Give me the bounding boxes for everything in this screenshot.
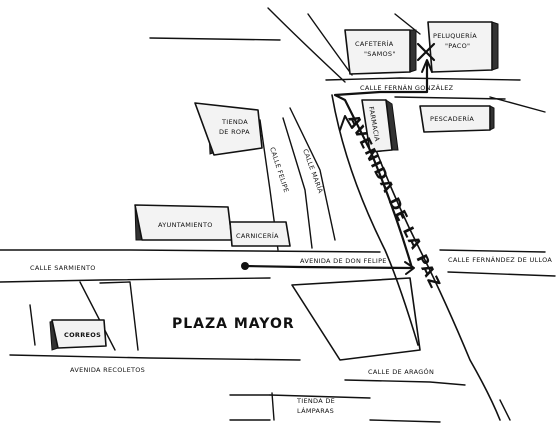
- cafeteria-samos-building: CAFETERÍA "SAMOS": [344, 29, 417, 75]
- aragon-east-edge: [369, 419, 441, 423]
- farmacia-building: FARMACIA: [361, 98, 399, 153]
- route-arrowhead-turn: [404, 261, 415, 275]
- cafeteria-shadow: [409, 29, 417, 73]
- carniceria-label: CARNICERÍA: [236, 231, 279, 240]
- avenida-recoletos-label: AVENIDA RECOLETOS: [70, 366, 145, 374]
- pescaderia-building: PESCADERÍA: [419, 105, 495, 133]
- tienda-ropa-building: TIENDA DE ROPA: [194, 102, 263, 156]
- lamparas-edge: [271, 392, 275, 421]
- street-top-edge: [149, 37, 281, 41]
- route-arrowhead-end: [421, 59, 433, 73]
- avenida-paz-east-edge: [375, 149, 501, 421]
- tienda-lamparas: TIENDA DE LÁMPARAS: [271, 392, 335, 421]
- cafeteria-label-line2: "SAMOS": [364, 50, 396, 58]
- correos-building: CORREOS: [49, 319, 107, 351]
- tienda-ropa-label-line1: TIENDA: [221, 118, 248, 126]
- carniceria-box: [229, 221, 291, 247]
- carniceria-building: CARNICERÍA: [229, 221, 291, 247]
- x-mark-icon: [416, 42, 436, 62]
- tienda-lamparas-label-line2: LÁMPARAS: [297, 406, 334, 415]
- south-east-edge: [499, 399, 511, 421]
- fernan-gonzalez-east-edge: [489, 96, 546, 113]
- cafeteria-box: [344, 29, 411, 75]
- route-arrowhead-mid: [339, 115, 353, 131]
- ayuntamiento-building: AYUNTAMIENTO: [134, 204, 233, 241]
- fernan-gonzalez-north-edge: [325, 77, 521, 81]
- calle-felipe-label: CALLE FELIPE: [268, 146, 290, 194]
- peluqueria-shadow: [491, 21, 499, 71]
- recoletos-edge-2: [99, 281, 139, 351]
- tienda-ropa-label-line2: DE ROPA: [219, 128, 250, 136]
- ulloa-north-edge: [439, 249, 546, 253]
- street-north-right: [307, 13, 353, 76]
- avenida-don-felipe-label: AVENIDA DE DON FELIPE: [300, 257, 387, 265]
- farmacia-box: [361, 99, 393, 153]
- calle-fernan-gonzalez-label: CALLE FERNÁN GONZÁLEZ: [360, 83, 454, 92]
- calle-maria-edge: [289, 107, 336, 241]
- plaza-mayor-label: PLAZA MAYOR: [172, 316, 295, 332]
- calle-aragon-label: CALLE DE ARAGÓN: [368, 367, 434, 376]
- recoletos-edge-1: [79, 281, 116, 351]
- pescaderia-label: PESCADERÍA: [430, 114, 474, 123]
- lamparas-street: [269, 394, 371, 399]
- peluqueria-paco-building: PELUQUERÍA "PACO": [427, 21, 499, 73]
- route-line: [243, 60, 429, 270]
- sarmiento-south-edge: [0, 277, 271, 283]
- correos-label: CORREOS: [64, 331, 101, 339]
- plaza-mayor-block: PLAZA MAYOR: [172, 277, 421, 361]
- peluqueria-label-line1: PELUQUERÍA: [433, 31, 477, 40]
- ulloa-south-edge: [447, 271, 556, 277]
- recoletos-south-edge: [9, 354, 301, 361]
- sarmiento-north-edge: [0, 249, 381, 253]
- fernan-gonzalez-south-edge: [394, 96, 506, 100]
- street-north-left: [267, 7, 346, 83]
- calle-sarmiento-label: CALLE SARMIENTO: [30, 264, 96, 272]
- aragon-north-edge: [344, 379, 466, 386]
- avenida-paz-west-edge: [331, 94, 419, 346]
- cafeteria-label-line1: CAFETERÍA: [355, 39, 394, 48]
- street-lines: [0, 7, 556, 423]
- start-dot-icon: [241, 262, 249, 270]
- route: [241, 42, 436, 275]
- correos-box: [51, 319, 107, 349]
- tienda-ropa-box: [194, 102, 263, 156]
- calle-fernandez-ulloa-label: CALLE FERNÁNDEZ DE ULLOA: [448, 255, 552, 264]
- peluqueria-label-line2: "PACO": [445, 42, 470, 50]
- ayuntamiento-label: AYUNTAMIENTO: [158, 221, 213, 229]
- plaza-block-outline: [291, 277, 421, 361]
- tienda-lamparas-label-line1: TIENDA DE: [296, 397, 335, 405]
- correos-street-edge: [29, 304, 36, 346]
- pescaderia-box: [419, 105, 491, 133]
- calle-felipe-east-edge: [282, 117, 313, 249]
